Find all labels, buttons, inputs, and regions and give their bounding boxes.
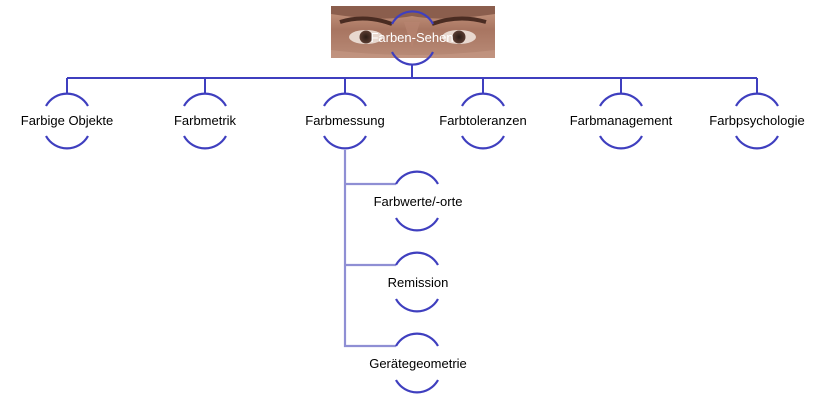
subnode-arc-bottom	[395, 379, 439, 394]
root-label: Farben-Sehen	[370, 30, 453, 45]
node-arc-bottom	[323, 135, 367, 150]
farbmessung-subnodes: Farbwerte/-orte Remission Gerätegeometri…	[369, 170, 467, 394]
subnode-remission: Remission	[388, 251, 449, 313]
node-label: Farbmanagement	[570, 113, 673, 128]
node-farbmetrik: Farbmetrik	[174, 92, 237, 150]
node-label: Farbmessung	[305, 113, 384, 128]
sub-spine	[343, 150, 396, 348]
node-label: Farbmetrik	[174, 113, 237, 128]
subnode-arc-bottom	[395, 298, 439, 313]
node-arc-top	[45, 92, 89, 107]
root-node: Farben-Sehen	[331, 6, 495, 66]
node-arc-bottom	[599, 135, 643, 150]
subnode-geraetegeometrie: Gerätegeometrie	[369, 332, 467, 394]
subnode-arc-top	[395, 170, 439, 185]
node-arc-bottom	[183, 135, 227, 150]
subnode-label: Remission	[388, 275, 449, 290]
subnode-farbwerte-orte: Farbwerte/-orte	[374, 170, 463, 232]
subnode-label: Gerätegeometrie	[369, 356, 467, 371]
root-arc-bottom	[391, 51, 434, 66]
subnode-arc-top	[395, 251, 439, 266]
node-arc-bottom	[45, 135, 89, 150]
subnode-label: Farbwerte/-orte	[374, 194, 463, 209]
root-arc-top	[391, 10, 434, 25]
node-arc-top	[461, 92, 505, 107]
subnode-arc-bottom	[395, 217, 439, 232]
node-label: Farbige Objekte	[21, 113, 114, 128]
category-nodes: Farbige Objekte Farbmetrik Farbmessung F…	[21, 92, 805, 150]
node-arc-bottom	[461, 135, 505, 150]
node-farbtoleranzen: Farbtoleranzen	[439, 92, 527, 150]
node-arc-bottom	[735, 135, 779, 150]
connector-lines	[66, 64, 758, 348]
node-arc-top	[735, 92, 779, 107]
eyes-photo	[331, 6, 495, 58]
node-farbmessung: Farbmessung	[305, 92, 385, 150]
node-label: Farbtoleranzen	[439, 113, 526, 128]
subnode-arc-top	[395, 332, 439, 347]
node-farbpsychologie: Farbpsychologie	[709, 92, 805, 150]
node-farbige-objekte: Farbige Objekte	[21, 92, 114, 150]
node-label: Farbpsychologie	[709, 113, 804, 128]
node-farbmanagement: Farbmanagement	[570, 92, 673, 150]
node-arc-top	[183, 92, 227, 107]
node-arc-top	[323, 92, 367, 107]
node-arc-top	[599, 92, 643, 107]
